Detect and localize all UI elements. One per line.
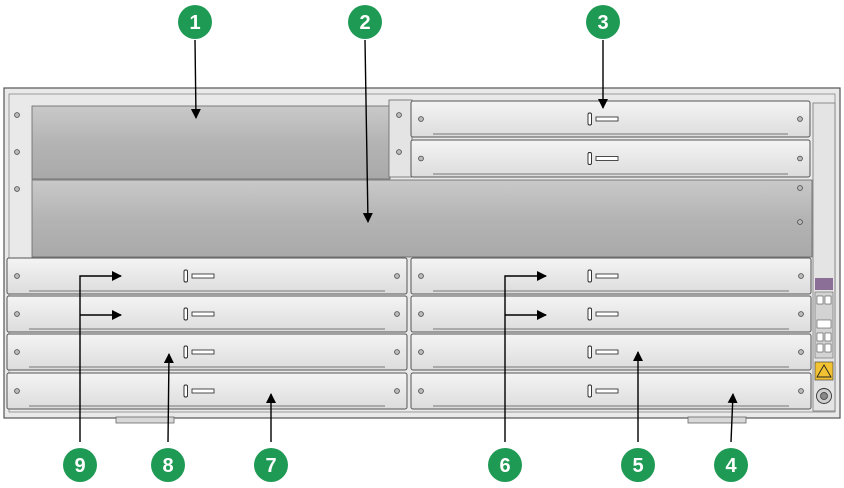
callout-5: 5 [621,448,655,482]
screw-icon [14,273,20,279]
screw-icon [394,388,400,394]
callout-label: 5 [632,455,643,477]
callout-label: 8 [162,455,173,477]
leader-2 [362,39,373,223]
callout-label: 6 [499,455,510,477]
right-status-panel [812,102,836,412]
screw-icon [14,186,20,192]
callout-6: 6 [488,448,522,482]
leader-6a [504,271,547,442]
screw-icon [798,349,804,355]
filler-panel-upper [31,105,391,180]
callout-8: 8 [151,448,185,482]
leader-9a [79,271,122,442]
screw-icon [14,311,20,317]
left-card-module-4 [6,372,408,410]
screw-icon [396,149,402,155]
right-card-module-1 [410,257,812,295]
screw-icon [396,112,402,118]
callout-9: 9 [63,448,97,482]
filler-panel-wide [31,179,813,258]
ejector-handle-icon[interactable] [587,112,619,126]
grounding-point-icon [816,388,832,404]
left-card-module-2 [6,295,408,333]
screw-icon [14,388,20,394]
callout-label: 3 [597,12,608,34]
left-card-module-1 [6,257,408,295]
screw-icon [418,155,424,162]
screw-icon [418,273,424,279]
callout-label: 7 [265,455,276,477]
screw-icon [14,112,20,118]
callout-4: 4 [714,448,748,482]
screw-icon [418,388,424,394]
callout-label: 1 [189,12,200,34]
screw-icon [798,311,804,317]
screw-icon [418,349,424,355]
ejector-handle-icon[interactable] [587,384,619,398]
callout-label: 2 [359,12,370,34]
screw-icon [797,155,803,162]
ejector-handle-icon[interactable] [183,345,215,359]
upper-card-2 [410,139,811,178]
ejector-handle-icon[interactable] [183,269,215,283]
upper-card-slots [388,99,413,178]
screw-icon [418,311,424,317]
ejector-handle-icon[interactable] [587,345,619,359]
screw-icon [14,149,20,155]
screw-icon [394,311,400,317]
screw-icon [418,116,424,122]
ejector-handle-icon[interactable] [587,269,619,283]
leader-4 [727,393,738,443]
screw-icon [14,349,20,355]
leader-1 [190,39,201,119]
leader-lines [79,39,738,443]
right-card-module-4 [410,372,812,410]
screw-icon [798,273,804,279]
screw-icon [394,349,400,355]
callout-7: 7 [254,448,288,482]
callout-2: 2 [348,5,382,39]
screw-icon [798,388,804,394]
screw-icon [394,273,400,279]
right-card-module-2 [410,295,812,333]
callout-1: 1 [178,5,212,39]
laser-warning-icon [814,361,834,381]
ejector-handle-icon[interactable] [587,152,619,165]
callout-label: 9 [74,455,85,477]
left-card-module-3 [6,333,408,371]
right-card-module-3 [410,333,812,371]
callout-3: 3 [586,5,620,39]
screw-icon [797,116,803,122]
ejector-handle-icon[interactable] [587,307,619,321]
screw-icon [797,219,803,225]
leader-8 [163,353,174,443]
screw-icon [797,185,803,191]
ejector-handle-icon[interactable] [183,307,215,321]
ejector-handle-icon[interactable] [183,384,215,398]
upper-card-1 [410,100,811,138]
callout-label: 4 [725,455,737,477]
